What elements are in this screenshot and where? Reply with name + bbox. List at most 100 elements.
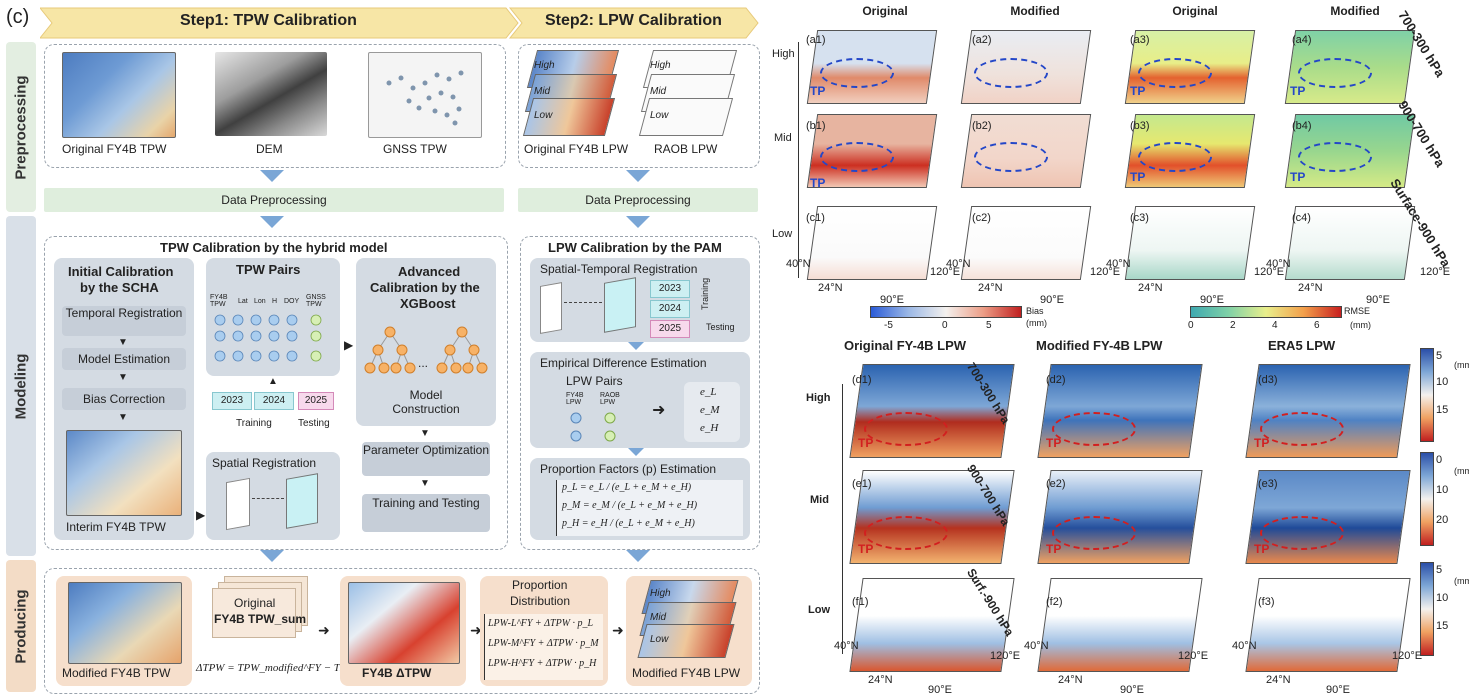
original-fy4b-tpw-map [62, 52, 176, 138]
panel-id: (f1) [852, 596, 869, 608]
rmse-tick: 4 [1272, 320, 1278, 331]
ede-title: Empirical Difference Estimation [540, 356, 707, 370]
lon-label: 120°E [990, 650, 1021, 662]
tp-ellipse [974, 142, 1048, 172]
panel-id: (b1) [806, 120, 826, 132]
tp-ellipse [1298, 142, 1372, 172]
cbar-tick: 20 [1436, 514, 1449, 526]
interim-fy4b-tpw-map [66, 430, 182, 516]
lat-label: 40°N [1232, 640, 1257, 652]
prop-formula-box [484, 614, 603, 680]
lon-label: 120°E [1420, 266, 1451, 278]
original-sum-label: FY4B TPW_sum [214, 612, 307, 626]
cbar-unit: (mm) [1454, 360, 1469, 370]
down-arrow [260, 216, 284, 228]
original-sum-stack [210, 576, 310, 642]
lat-label: 24°N [818, 282, 843, 294]
proportion-title: Distribution [510, 594, 571, 608]
st-registration-graphic [540, 277, 640, 338]
panel-id: (b2) [972, 120, 992, 132]
flow-arrow-icon: ▼ [118, 412, 128, 423]
lat-label: 40°N [1106, 258, 1131, 270]
modified-fy4b-tpw-map [68, 582, 182, 664]
gnss-station-dots [386, 70, 464, 126]
bottom-col-title: ERA5 LPW [1268, 338, 1336, 353]
raob-lpw-stack: High Mid Low [638, 50, 740, 140]
cbar-tick: 15 [1436, 404, 1449, 416]
step2-title: Step2: LPW Calibration [545, 12, 722, 29]
tp-label: TP [1130, 170, 1146, 184]
e-term: e_L [700, 386, 717, 398]
pam-title: LPW Calibration by the PAM [548, 240, 722, 255]
tp-ellipse [1138, 142, 1212, 172]
step1-title: Step1: TPW Calibration [180, 12, 357, 29]
panel-id: (e2) [1046, 478, 1066, 490]
spatial-registration-graphic [226, 473, 326, 534]
dem-map [215, 52, 327, 136]
pf-formula-box [556, 480, 743, 536]
stage-preprocessing: Preprocessing [6, 42, 36, 212]
prop-formula: LPW-L^FY + ΔTPW · p_L [488, 618, 594, 629]
preprocessing-input-label: Original FY4B LPW [524, 142, 629, 156]
cbar-tick: 10 [1436, 376, 1449, 388]
spatial-registration-title: Spatial Registration [212, 456, 317, 470]
vertical-axis-line [798, 42, 799, 278]
panel-id: (c2) [972, 212, 991, 224]
lpw-pairs-title: LPW Pairs [566, 374, 623, 388]
lon-label: 120°E [1254, 266, 1285, 278]
down-arrow [260, 170, 284, 182]
modified-fy4b-tpw-label: Modified FY4B TPW [62, 666, 171, 680]
rmse-tick: 0 [1188, 320, 1194, 331]
lon-label: 90°E [1120, 684, 1144, 696]
data-preprocessing-bar-left: Data Preprocessing [44, 188, 504, 212]
tp-ellipse [974, 58, 1048, 88]
scha-title: by the SCHA [80, 280, 159, 295]
lon-label: 90°E [1040, 294, 1064, 306]
year-chip-2023: 2023 [212, 392, 252, 410]
xgboost-title: Advanced [398, 264, 461, 279]
fy4b-delta-tpw-map [348, 582, 460, 664]
cbar-tick: 5 [1436, 350, 1443, 362]
e-terms-box [684, 382, 740, 442]
top-row-label: High [772, 48, 795, 60]
bottom-row-label: High [806, 392, 831, 404]
flow-arrow-icon: ▲ [268, 376, 278, 387]
cbar-tick: 5 [1436, 564, 1443, 576]
modified-fy4b-lpw-label: Modified FY4B LPW [632, 666, 741, 680]
lpw-pairs-nodes [570, 412, 616, 442]
preprocessing-left-box [44, 44, 506, 168]
panel-id: (a4) [1292, 34, 1312, 46]
flow-arrow-icon: ➜ [652, 402, 666, 419]
xgboost-title: XGBoost [400, 296, 456, 311]
tp-label: TP [1130, 84, 1146, 98]
st-registration-title: Spatial-Temporal Registration [540, 262, 698, 276]
testing-label: Testing [298, 418, 330, 429]
step-banner [40, 7, 759, 39]
scha-title: Initial Calibration [68, 264, 174, 279]
lat-label: 40°N [946, 258, 971, 270]
panel-id: (d1) [852, 374, 872, 386]
prop-formula: LPW-H^FY + ΔTPW · p_H [488, 658, 597, 669]
lpw-colorbar [1420, 348, 1434, 442]
tp-label: TP [1254, 436, 1270, 450]
rmse-tick: 6 [1314, 320, 1320, 331]
flow-arrow-icon: ▼ [118, 372, 128, 383]
vertical-axis-line [842, 384, 843, 654]
tp-ellipse [1138, 58, 1212, 88]
year-chip-2024: 2024 [650, 300, 690, 318]
tp-ellipse [1052, 412, 1136, 446]
xgboost-trees [364, 326, 488, 374]
preprocessing-input-label: GNSS TPW [383, 142, 447, 156]
panel-id: (a2) [972, 34, 992, 46]
lon-label: 120°E [1392, 650, 1423, 662]
e-term: e_M [700, 404, 720, 416]
bottom-col-title: Modified FY-4B LPW [1036, 338, 1163, 353]
stage-modeling: Modeling [6, 216, 36, 556]
prop-formula: LPW-M^FY + ΔTPW · p_M [488, 638, 599, 649]
tp-ellipse [820, 142, 894, 172]
e-term: e_H [700, 422, 719, 434]
down-arrow [626, 170, 650, 182]
tp-ellipse [1260, 516, 1344, 550]
tp-label: TP [810, 176, 826, 190]
lat-label: 24°N [1138, 282, 1163, 294]
